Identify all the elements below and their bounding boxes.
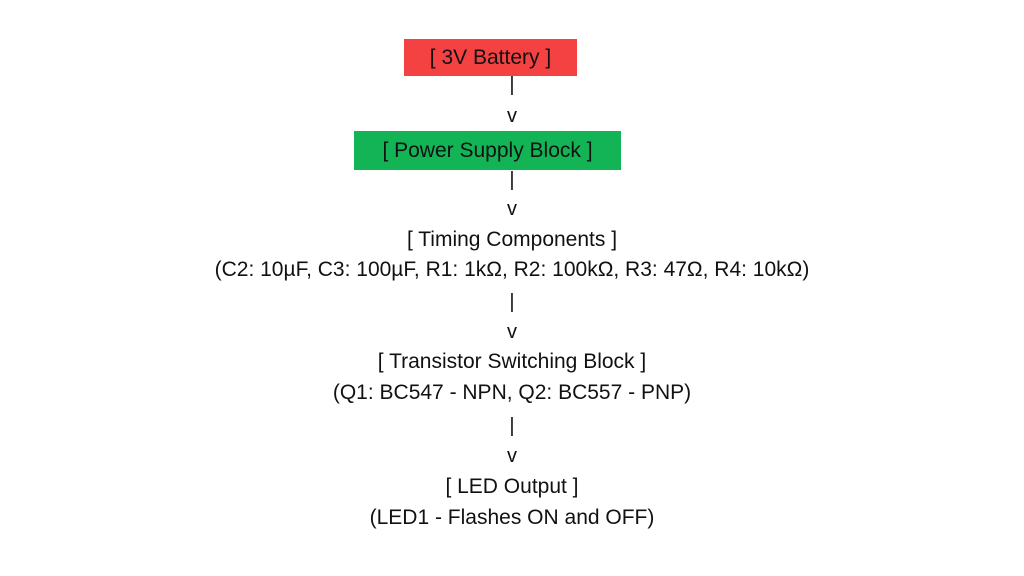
led-output-label: [ LED Output ] [445, 475, 579, 498]
power-supply-block-label: [ Power Supply Block ] [382, 138, 593, 162]
arrow-3-head: v [507, 321, 517, 343]
arrow-1-head: v [507, 105, 517, 127]
battery-block: [ 3V Battery ] [404, 39, 577, 76]
timing-block-detail: (C2: 10µF, C3: 100µF, R1: 1kΩ, R2: 100kΩ… [214, 258, 810, 281]
arrow-2-head: v [507, 198, 517, 220]
transistor-block-detail: (Q1: BC547 - NPN, Q2: BC557 - PNP) [332, 381, 692, 404]
arrow-3-bar: | [509, 291, 515, 313]
timing-block-label: [ Timing Components ] [406, 228, 618, 251]
arrow-4-head: v [507, 445, 517, 467]
battery-block-label: [ 3V Battery ] [429, 45, 552, 69]
arrow-2-bar: | [509, 169, 515, 191]
arrow-4-bar: | [509, 415, 515, 437]
transistor-block-label: [ Transistor Switching Block ] [377, 350, 647, 373]
arrow-1-bar: | [509, 74, 515, 96]
power-supply-block: [ Power Supply Block ] [354, 131, 621, 170]
led-output-detail: (LED1 - Flashes ON and OFF) [369, 506, 655, 529]
